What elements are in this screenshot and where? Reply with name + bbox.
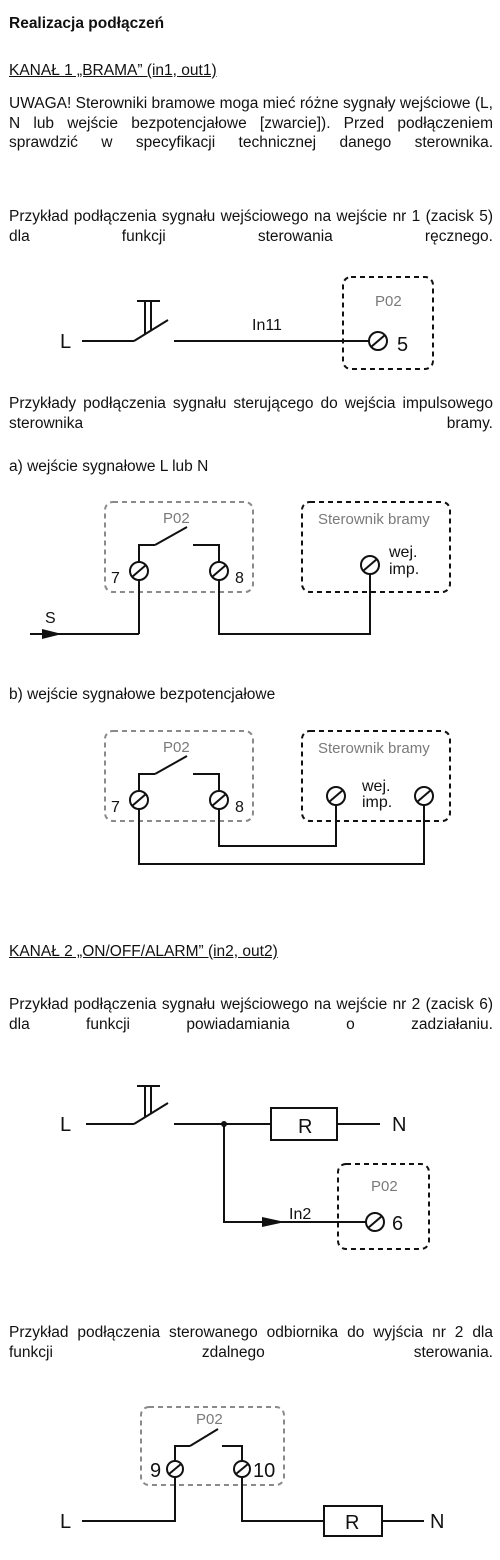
input-label-2: imp.	[389, 561, 419, 578]
device-label: P02	[196, 1411, 223, 1428]
device-box-p02	[337, 1163, 430, 1250]
input-label-1: wej.	[361, 778, 390, 795]
terminal-8: 8	[235, 799, 244, 816]
diagram-signal-input: P02 7 8 Sterownik bramy wej. imp. S	[30, 501, 451, 639]
arrow-icon	[262, 1217, 285, 1227]
terminal-9: 9	[150, 1460, 161, 1482]
pushbutton-switch	[133, 1102, 169, 1125]
resistor-label: R	[298, 1116, 312, 1138]
label-N: N	[392, 1114, 406, 1136]
controller-label: Sterownik bramy	[318, 740, 430, 757]
device-label: P02	[163, 739, 190, 756]
channel2-heading: KANAŁ 2 „ON/OFF/ALARM” (in2, out2)	[9, 943, 278, 960]
wire-label-in2: In2	[289, 1206, 311, 1223]
channel1-examples-text: Przykłady podłączenia sygnału sterująceg…	[9, 395, 493, 432]
terminal-7: 7	[111, 570, 120, 587]
diagram-alarm-input: L R N In2 P02 6	[60, 1085, 430, 1250]
input-label-1: wej.	[388, 544, 417, 561]
page-title: Realizacja podłączeń	[9, 15, 165, 32]
label-L: L	[60, 1114, 71, 1136]
diagram-manual-input: L In11 P02 5	[60, 276, 434, 370]
arrow-icon	[42, 629, 62, 639]
case-a-label: a) wejście sygnałowe L lub N	[9, 458, 209, 475]
channel2-output-text: Przykład podłączenia sterowanego odbiorn…	[9, 1324, 493, 1361]
channel1-example-text: Przykład podłączenia sygnału wejściowego…	[9, 208, 493, 245]
device-box-p02	[342, 276, 434, 370]
terminal-7: 7	[111, 799, 120, 816]
device-label: P02	[371, 1178, 398, 1195]
input-label-2: imp.	[362, 794, 392, 811]
channel2-example-text: Przykład podłączenia sygnału wejściowego…	[9, 996, 493, 1033]
terminal-label: 6	[392, 1213, 403, 1235]
label-L: L	[60, 1511, 71, 1533]
label-N: N	[430, 1511, 444, 1533]
terminal-screw	[368, 331, 388, 351]
pushbutton-switch	[133, 319, 169, 342]
case-b-label: b) wejście sygnałowe bezpotencjałowe	[9, 686, 276, 703]
device-label: P02	[375, 293, 402, 310]
gate-controller-box	[301, 730, 451, 822]
terminal-10: 10	[253, 1460, 275, 1482]
channel1-heading: KANAŁ 1 „BRAMA” (in1, out1)	[9, 62, 217, 79]
gate-controller-box	[301, 501, 451, 593]
device-box-p02	[104, 501, 254, 593]
device-box-p02	[140, 1406, 285, 1486]
signal-label-S: S	[45, 610, 56, 627]
wire-label-in11: In11	[252, 317, 282, 334]
channel1-warning: UWAGA! Sterowniki bramowe moga mieć różn…	[9, 95, 493, 151]
terminal-8: 8	[235, 570, 244, 587]
device-box-p02	[104, 730, 254, 822]
label-L: L	[60, 331, 71, 353]
diagram-potential-free-input: P02 7 8 Sterownik bramy wej. imp.	[104, 730, 451, 865]
resistor-label: R	[345, 1512, 359, 1534]
device-label: P02	[163, 510, 190, 527]
controller-label: Sterownik bramy	[318, 511, 430, 528]
terminal-label: 5	[397, 334, 408, 356]
diagram-remote-output: P02 9 10 L R N	[60, 1406, 444, 1537]
